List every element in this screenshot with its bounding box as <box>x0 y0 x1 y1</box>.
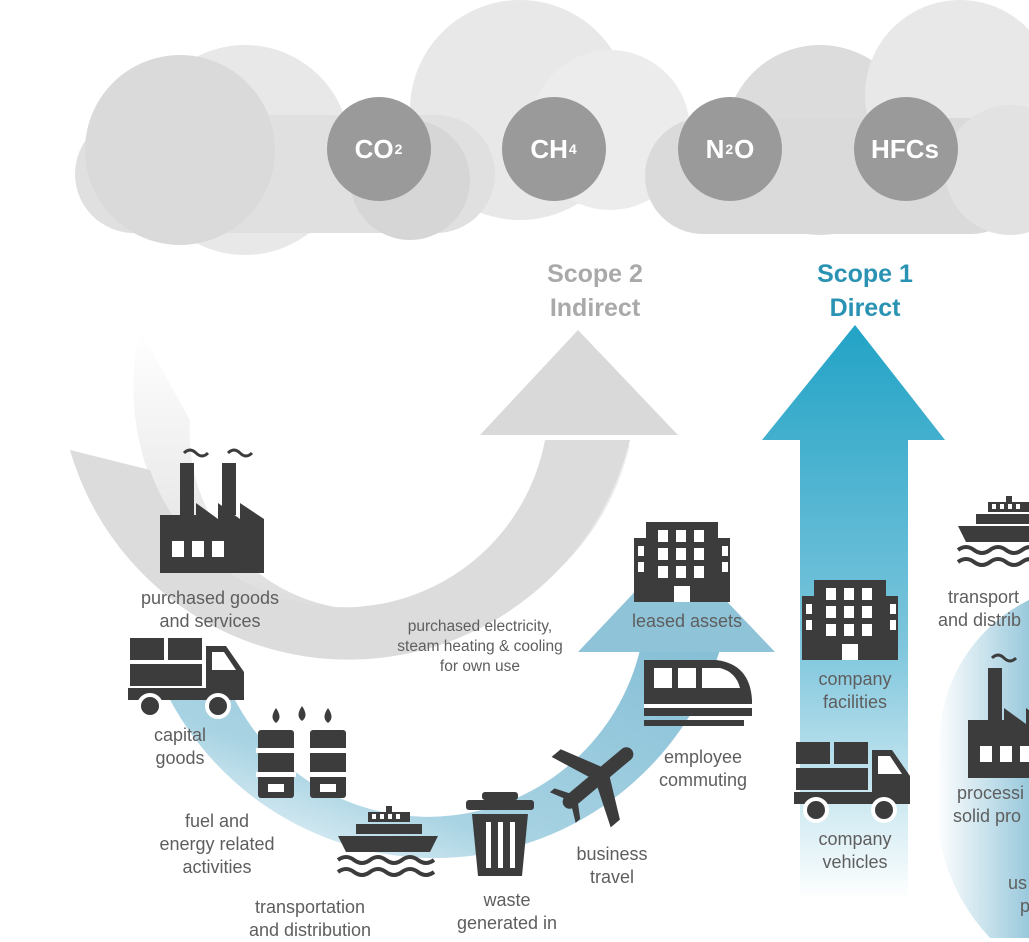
airplane-icon <box>549 747 634 828</box>
scope1-title: Scope 1 Direct <box>770 257 960 325</box>
label-purchased-electricity: purchased electricity,steam heating & co… <box>397 618 563 675</box>
oil-barrels-icon <box>256 706 348 798</box>
gas-co2-subscript: 2 <box>394 141 403 157</box>
scope1-line2: Direct <box>829 294 901 322</box>
ship-icon <box>956 494 1029 567</box>
scope2-line2: Indirect <box>549 294 641 322</box>
office-building-icon <box>802 580 898 660</box>
gas-co2-label: CO <box>354 133 394 164</box>
gas-ch4-label: CH <box>530 133 568 164</box>
office-building-icon <box>634 522 730 602</box>
gas-hfcs: HFCs <box>854 97 958 201</box>
scope2-arrowhead <box>480 330 678 435</box>
gas-n2o-tail: O <box>734 133 755 164</box>
gas-n2o-subscript: 2 <box>725 141 734 157</box>
scope2-title: Scope 2 Indirect <box>500 257 690 325</box>
gas-ch4-subscript: 4 <box>568 141 577 157</box>
scope1-line1: Scope 1 <box>817 260 913 288</box>
trash-can-icon <box>466 792 534 876</box>
gas-n2o-label: N <box>705 133 725 164</box>
scope2-line1: Scope 2 <box>547 260 643 288</box>
gas-hfcs-label: HFCs <box>871 133 939 164</box>
label-leased-assets: leased assets <box>631 611 743 631</box>
train-icon <box>644 660 752 726</box>
